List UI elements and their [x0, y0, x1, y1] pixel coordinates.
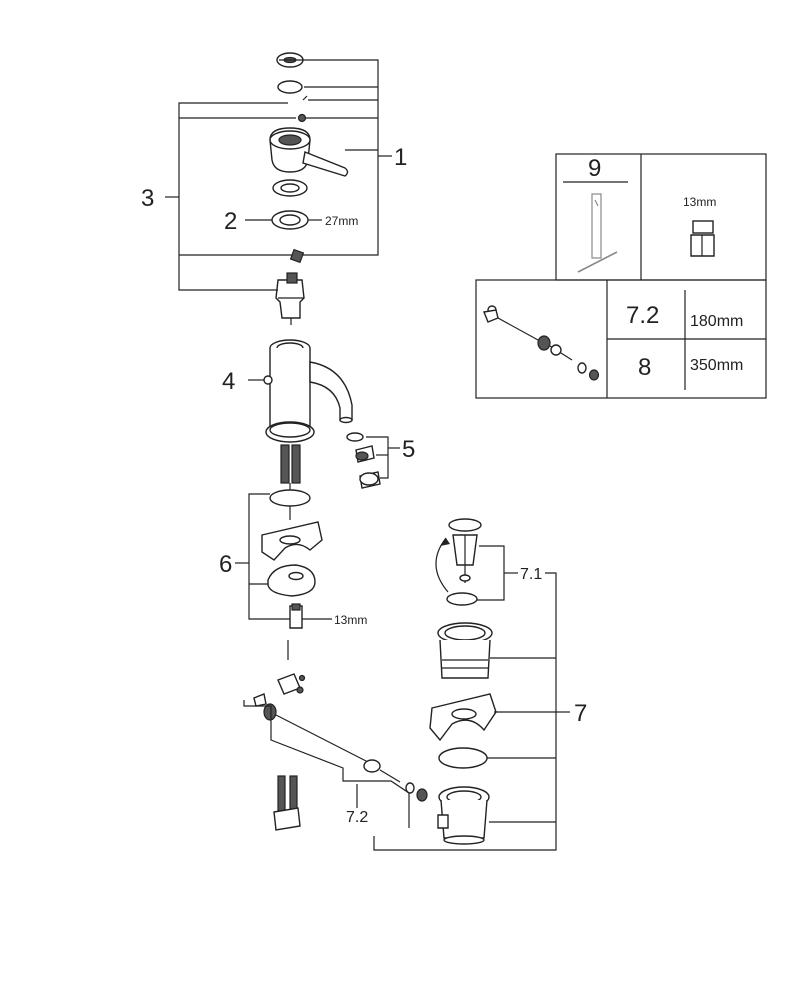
- faucet-body: [263, 339, 353, 443]
- pull-rod-illustration: [483, 305, 600, 381]
- flex-hoses: [280, 444, 301, 520]
- assembly-key: [577, 193, 618, 273]
- washer-ring: [272, 179, 308, 197]
- plug-seal: [446, 592, 478, 606]
- waste-body: [437, 786, 490, 845]
- tool-wrench-size: 13mm: [683, 195, 716, 209]
- callout-7-1: 7.1: [520, 566, 542, 583]
- callout-3: 3: [141, 185, 154, 212]
- set-screw: [297, 95, 308, 123]
- bracket-3: [165, 102, 296, 291]
- rod-table: [475, 279, 767, 399]
- pop-up-linkage: [253, 640, 428, 802]
- wrench-insert-13mm: [690, 220, 715, 257]
- callout-4: 4: [222, 368, 235, 395]
- callout-6: 6: [219, 551, 232, 578]
- hose-end: [273, 775, 301, 831]
- bonnet-nut-27mm: [271, 210, 309, 230]
- callout-1: 1: [394, 144, 407, 171]
- tool-item-9: 9: [588, 155, 601, 182]
- dimension-27mm: 27mm: [325, 214, 358, 228]
- small-nut: [289, 248, 305, 264]
- rod-row-2-part: 8: [638, 354, 651, 381]
- mounting-set: [261, 489, 323, 629]
- callout-5: 5: [402, 436, 415, 463]
- pop-up-plug: [435, 518, 482, 593]
- cartridge: [275, 272, 305, 325]
- o-ring-top: [277, 80, 303, 94]
- aerator-set: [346, 432, 381, 489]
- callout-7: 7: [574, 700, 587, 727]
- rubber-washer: [438, 747, 488, 769]
- rod-row-2-length: 350mm: [690, 357, 743, 374]
- callout-2: 2: [224, 208, 237, 235]
- lever-handle: [269, 127, 349, 177]
- rod-row-1-part: 7.2: [626, 302, 659, 329]
- rod-row-1-length: 180mm: [690, 313, 743, 330]
- dimension-13mm: 13mm: [334, 613, 367, 627]
- basin-gasket: [429, 693, 497, 742]
- callout-7-2: 7.2: [346, 809, 368, 826]
- drain-flange: [437, 622, 493, 679]
- bracket-1: [279, 59, 392, 256]
